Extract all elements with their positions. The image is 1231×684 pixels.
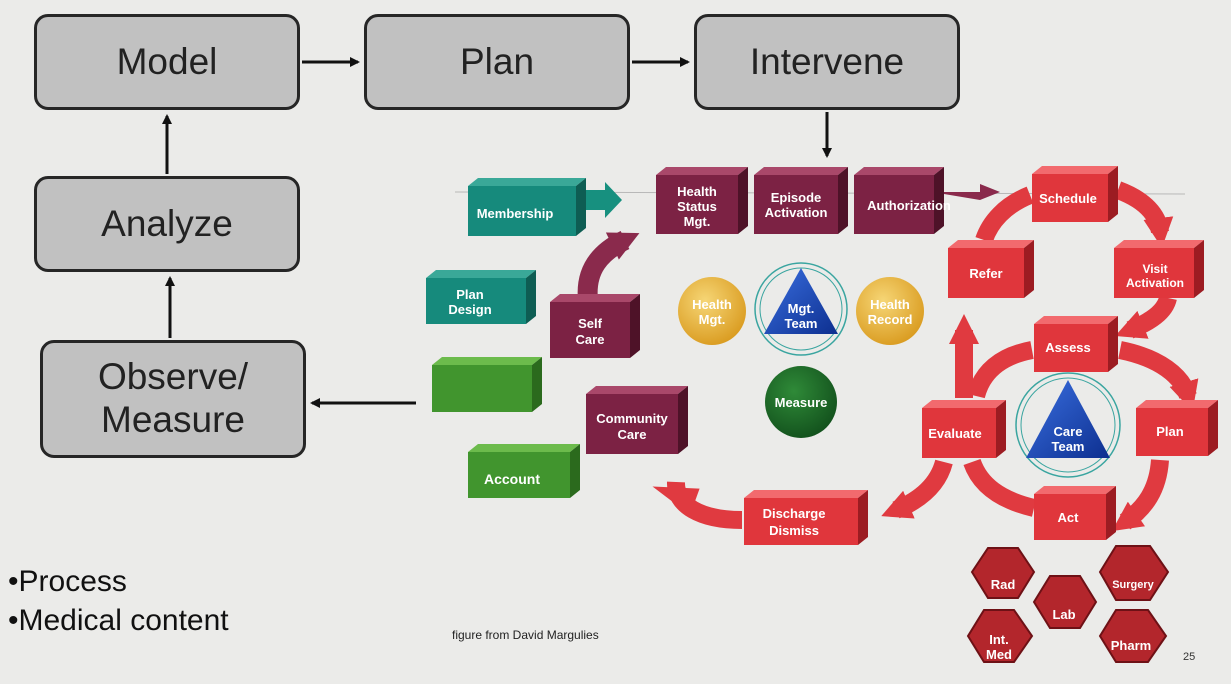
account-block: Account — [468, 444, 580, 498]
rad-label: Rad — [991, 577, 1016, 592]
schedule-label: Schedule — [1039, 191, 1097, 206]
plan-label: Plan — [459, 40, 535, 82]
self-care-arrow — [577, 230, 640, 301]
plan-design-label-2: Design — [448, 302, 491, 317]
discharge-label-1: Discharge — [763, 506, 826, 521]
model-box: Model — [34, 14, 300, 110]
care-team-emblem: Care Team — [1015, 372, 1121, 478]
visit-activation-block: Visit Activation — [1114, 240, 1204, 298]
health-mgt-label-2: Mgt. — [699, 312, 726, 327]
lab-label: Lab — [1052, 607, 1075, 622]
health-status-label-2: Status — [677, 199, 717, 214]
bullet-list: •Process •Medical content — [8, 562, 229, 640]
intervene-label: Intervene — [749, 40, 905, 82]
mgt-team-label-1: Mgt. — [788, 301, 815, 316]
self-care-label-1: Self — [578, 316, 603, 331]
authorization-arrow — [932, 184, 1000, 200]
care-team-label-1: Care — [1054, 424, 1083, 439]
authorization-label: Authorization — [867, 198, 951, 213]
health-mgt-label-1: Health — [692, 297, 732, 312]
int-med-label-2: Med — [986, 647, 1012, 662]
discharge-arrowhead — [652, 486, 700, 515]
episode-label-2: Activation — [765, 205, 828, 220]
community-care-block: Community Care — [586, 386, 688, 454]
health-status-label-1: Health — [677, 184, 717, 199]
visit-label-1: Visit — [1142, 262, 1167, 276]
department-rad: Rad — [970, 547, 1036, 599]
plan-step-block: Plan — [1136, 400, 1218, 456]
plan-design-block: Plan Design — [426, 270, 536, 324]
care-team-label-2: Team — [1052, 439, 1085, 454]
int-med-label-1: Int. — [989, 632, 1009, 647]
model-label: Model — [116, 40, 218, 82]
visit-label-2: Activation — [1126, 276, 1184, 290]
intervene-box: Intervene — [694, 14, 960, 110]
plan-step-label: Plan — [1156, 424, 1184, 439]
health-record-circle: Health Record — [856, 277, 924, 345]
process-arrows — [162, 57, 832, 408]
schedule-block: Schedule — [1032, 166, 1118, 222]
analyze-box: Analyze — [34, 176, 300, 272]
department-surgery: Surgery — [1098, 545, 1170, 601]
department-int-med: Int. Med — [966, 609, 1034, 663]
mgt-team-emblem: Mgt. Team — [754, 262, 848, 356]
plan-design-label-1: Plan — [456, 287, 484, 302]
account-label: Account — [484, 471, 540, 487]
plan-box: Plan — [364, 14, 630, 110]
health-record-label-1: Health — [870, 297, 910, 312]
discharge-label-2: Dismiss — [769, 523, 819, 538]
measure-circle: Measure — [765, 366, 837, 438]
pharm-label: Pharm — [1111, 638, 1151, 653]
evaluate-label: Evaluate — [928, 426, 981, 441]
surgery-label: Surgery — [1112, 579, 1154, 591]
figure-credit: figure from David Margulies — [452, 628, 599, 642]
observe-measure-box: Observe/ Measure — [40, 340, 306, 458]
bullet-process: •Process — [8, 565, 127, 598]
membership-block: Membership — [468, 178, 622, 236]
health-record-label-2: Record — [868, 312, 913, 327]
refer-block: Refer — [948, 240, 1034, 298]
analyze-label: Analyze — [101, 202, 233, 244]
authorization-block: Authorization — [854, 167, 951, 234]
episode-activation-block: Episode Activation — [754, 167, 848, 234]
discharge-block: Discharge Dismiss — [744, 490, 868, 545]
health-status-block: Health Status Mgt. — [656, 167, 748, 234]
membership-label: Membership — [477, 206, 554, 221]
episode-label-1: Episode — [771, 190, 822, 205]
self-care-label-2: Care — [576, 332, 605, 347]
page-number: 25 — [1183, 651, 1196, 663]
community-care-label-2: Care — [618, 427, 647, 442]
community-care-label-1: Community — [596, 411, 668, 426]
act-block: Act — [1034, 486, 1116, 540]
measure-label: Measure — [101, 399, 245, 440]
refer-label: Refer — [969, 266, 1002, 281]
act-label: Act — [1058, 510, 1080, 525]
assess-label: Assess — [1045, 340, 1091, 355]
observe-label: Observe/ — [97, 356, 249, 398]
measure-label-center: Measure — [775, 395, 828, 410]
assess-block: Assess — [1034, 316, 1118, 372]
green-block — [432, 357, 542, 412]
health-mgt-circle: Health Mgt. — [678, 277, 746, 345]
department-lab: Lab — [1032, 575, 1098, 629]
evaluate-block: Evaluate — [922, 400, 1006, 458]
health-status-label-3: Mgt. — [684, 214, 711, 229]
self-care-block: Self Care — [550, 294, 640, 358]
department-pharm: Pharm — [1098, 609, 1168, 663]
mgt-team-label-2: Team — [785, 316, 818, 331]
bullet-medical-content: •Medical content — [8, 604, 229, 637]
